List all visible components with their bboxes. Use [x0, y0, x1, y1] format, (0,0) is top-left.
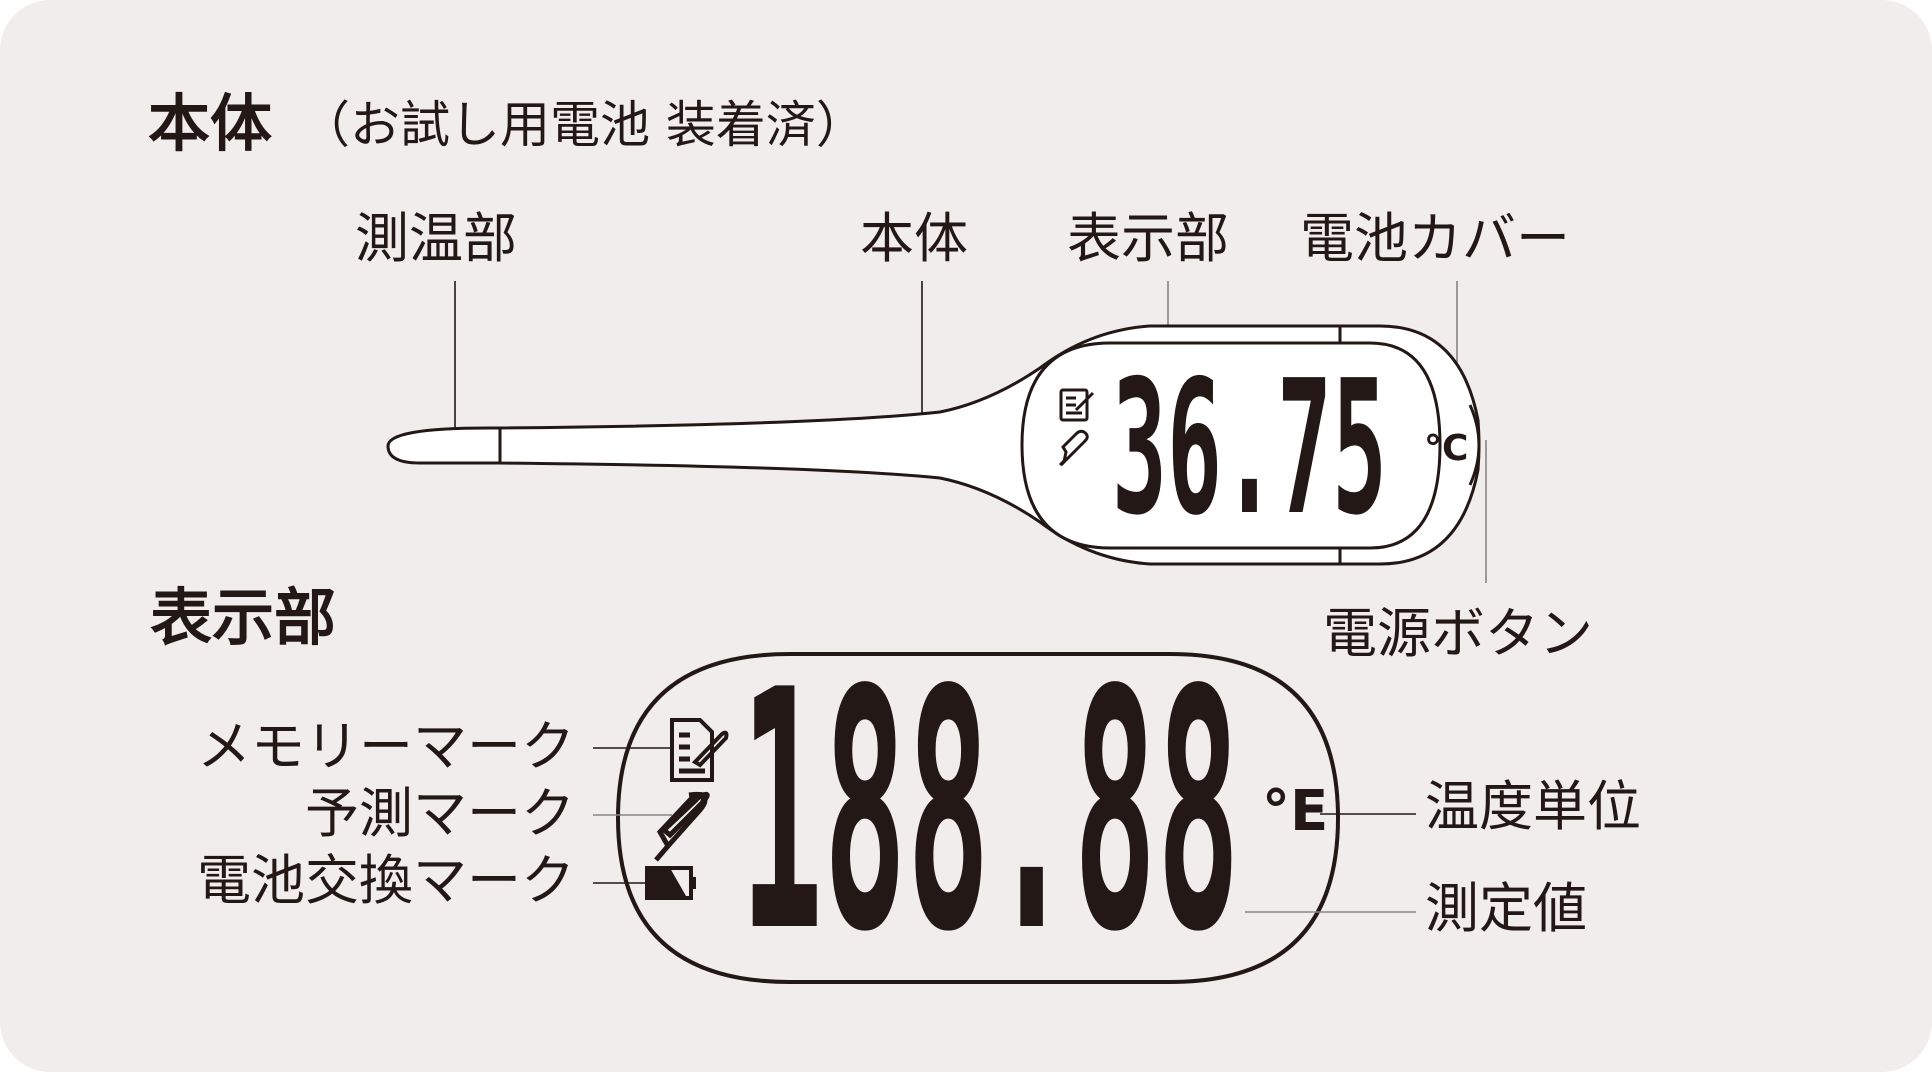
device-unit: °C [1424, 428, 1468, 469]
label-measured-value: 測定値 [1425, 877, 1587, 940]
heading-body-note: （お試し用電池 装着済） [300, 96, 866, 154]
label-body: 本体 [860, 207, 968, 270]
label-battery-cover: 電池カバー [1300, 207, 1570, 270]
lcd-unit: °E [1262, 779, 1328, 844]
prediction-mark-icon-small [1058, 429, 1089, 467]
label-battery-mark: 電池交換マーク [197, 849, 575, 912]
lcd-pattern-digits: 188.88 [740, 620, 1240, 1004]
prediction-mark-icon [654, 791, 710, 862]
label-memory-mark: メモリーマーク [197, 715, 575, 778]
label-temp-unit: 温度単位 [1425, 775, 1641, 838]
memory-mark-icon [670, 718, 729, 782]
thermometer-device [386, 324, 1481, 566]
label-display: 表示部 [1067, 207, 1229, 270]
device-reading: 36.75 [1112, 340, 1387, 556]
label-power-button: 電源ボタン [1323, 602, 1593, 665]
lcd-display-enlarged [615, 652, 1341, 984]
battery-mark-icon [645, 866, 696, 900]
memory-mark-icon-small [1059, 388, 1095, 422]
heading-display: 表示部 [150, 581, 337, 654]
label-prediction-mark: 予測マーク [305, 782, 575, 845]
label-sensor: 測温部 [355, 207, 517, 270]
heading-body: 本体 [148, 87, 273, 160]
